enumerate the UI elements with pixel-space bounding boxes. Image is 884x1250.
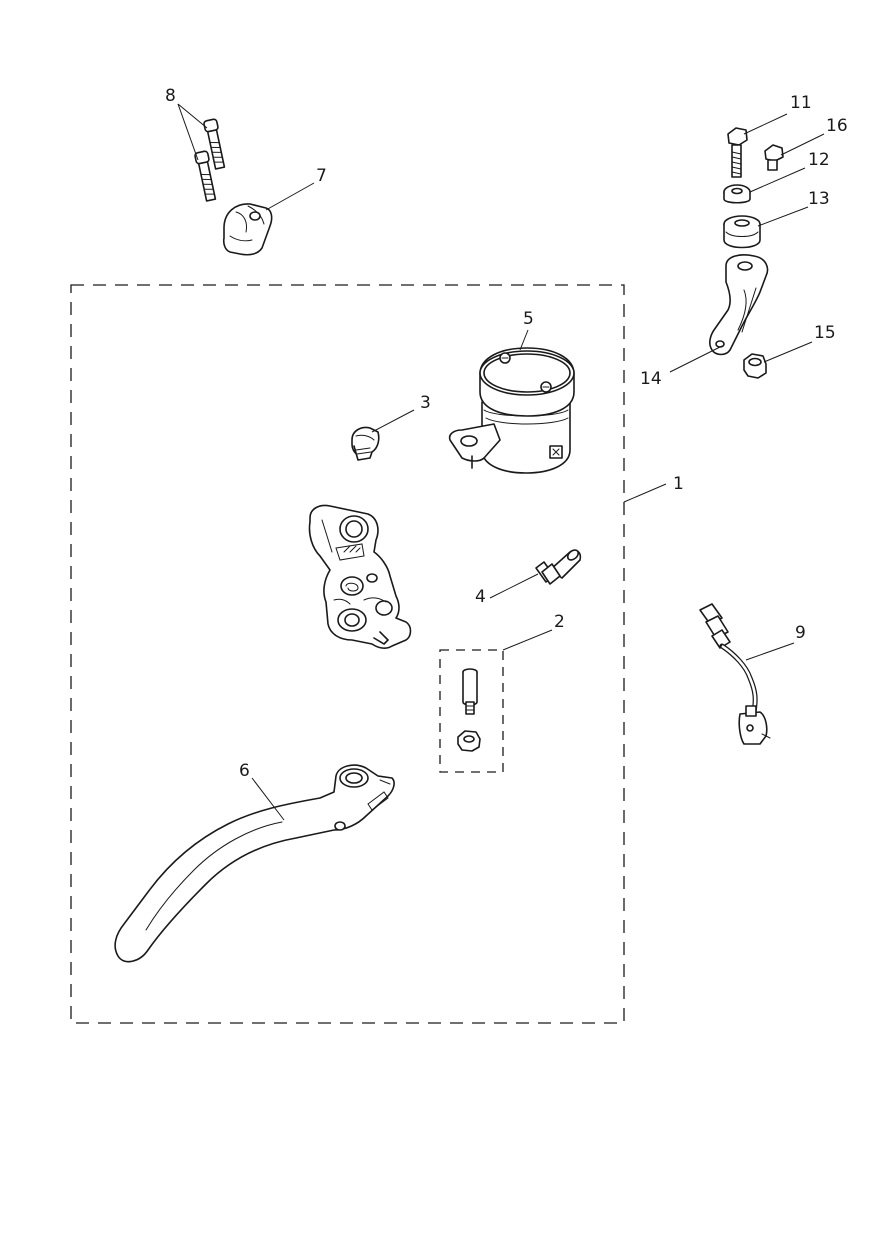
reservoir-part-5 — [448, 347, 575, 474]
nut-part-15 — [743, 353, 767, 379]
bolt-part-11 — [727, 127, 748, 178]
washer-part-12 — [723, 184, 751, 204]
pin-and-nut-part-2 — [457, 668, 481, 752]
callout-14: 14 — [640, 369, 662, 389]
grommet-part-13 — [723, 215, 761, 249]
kit-boundary-dashed-box — [70, 284, 625, 1024]
leader-lines — [177, 103, 825, 821]
callout-4: 4 — [475, 587, 486, 607]
callout-16: 16 — [826, 116, 848, 136]
lever-part-6 — [114, 764, 395, 963]
callout-6: 6 — [239, 761, 250, 781]
hose-fitting-part-4 — [535, 549, 582, 585]
callout-2: 2 — [554, 612, 565, 632]
bracket-part-14 — [709, 254, 769, 356]
callout-3: 3 — [420, 393, 431, 413]
callout-12: 12 — [808, 150, 830, 170]
callout-8: 8 — [165, 86, 176, 106]
brake-switch-part-9 — [699, 603, 771, 745]
callout-1: 1 — [673, 474, 684, 494]
callout-5: 5 — [523, 309, 534, 329]
callout-11: 11 — [790, 93, 812, 113]
callout-7: 7 — [316, 166, 327, 186]
callout-9: 9 — [795, 623, 806, 643]
bolt-part-16 — [764, 144, 784, 171]
callout-13: 13 — [808, 189, 830, 209]
bolt-pair-part-8 — [194, 118, 226, 202]
master-cylinder-body-part-1 — [308, 504, 412, 649]
bleed-nipple-part-3 — [351, 426, 380, 461]
subkit-2-dashed-box — [439, 649, 504, 773]
clamp-part-7 — [222, 203, 273, 256]
callout-15: 15 — [814, 323, 836, 343]
